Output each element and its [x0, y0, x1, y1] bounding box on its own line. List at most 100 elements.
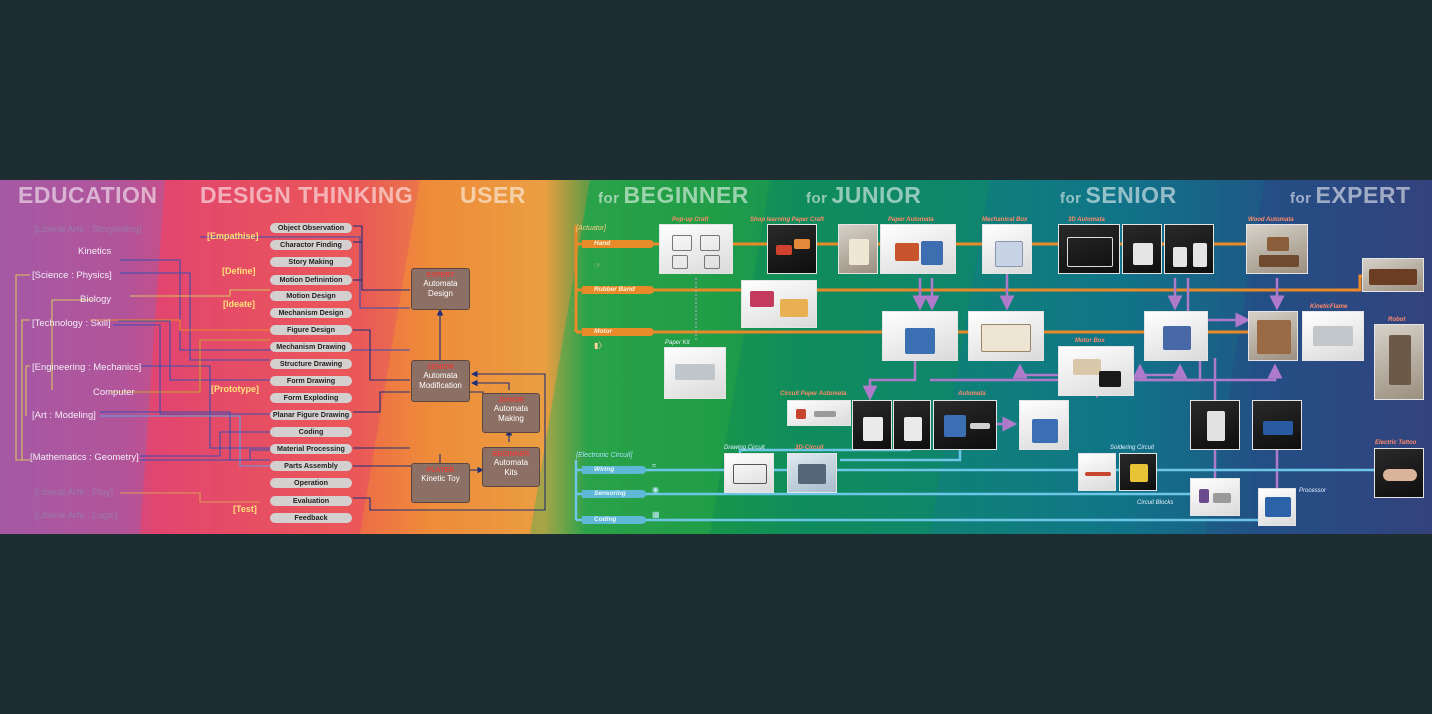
design-group-ideate: [Ideate] [223, 299, 256, 309]
lane-sensoring: Sensoring [582, 490, 646, 498]
column-header-design-thinking: DESIGN THINKING [200, 182, 414, 208]
photo-soldering-circuit [1119, 453, 1157, 491]
photo-paper-automata-small [838, 224, 878, 274]
label-electric-tattoo: Electric Tattoo [1375, 440, 1417, 446]
step-mechanism-design: Mechanism Design [270, 308, 352, 318]
photo-automata-blue [933, 400, 997, 450]
photo-shop-learning-paper-craft [767, 224, 817, 274]
photo-electric-tattoo [1374, 448, 1424, 498]
photo-robot [1374, 324, 1424, 400]
photo-kinetic-flame-base [1248, 311, 1298, 361]
step-planar-figure-drawing: Planar Figure Drawing [270, 410, 352, 420]
label-automata: Automata [958, 391, 986, 397]
label-circuit-blocks: Circuit Blocks [1137, 500, 1174, 506]
photo-wood-truck [1362, 258, 1424, 292]
step-operation: Operation [270, 478, 352, 488]
photo-motor-frame [968, 311, 1044, 361]
photo-3d-circuit [787, 453, 837, 493]
design-group-define: [Define] [222, 266, 256, 276]
design-group-prototype: [Prototype] [211, 384, 259, 394]
step-form-exploding: Form Exploding [270, 393, 352, 403]
user-level-senior: SENIOR [427, 364, 454, 371]
label-wood-automata: Wood Automata [1248, 217, 1294, 223]
step-story-making: Story Making [270, 257, 352, 267]
photo-wood-automata [1246, 224, 1308, 274]
photo-senior-automata [1190, 400, 1240, 450]
code-icon: ▦ [652, 510, 660, 519]
photo-motor-box [1058, 346, 1134, 396]
column-header-education: EDUCATION [18, 182, 158, 208]
design-group-empathise: [Empathise] [207, 231, 259, 241]
step-evaluation: Evaluation [270, 496, 352, 506]
step-object-observation: Object Observation [270, 223, 352, 233]
photo-automata-blue-2 [1019, 400, 1069, 450]
photo-kineticflame [1302, 311, 1364, 361]
photo-processor-automata [1252, 400, 1302, 450]
user-level-player: PLAYER [426, 467, 455, 474]
lane-coding: Coding [582, 516, 646, 524]
label-kineticflame: KineticFlame [1310, 304, 1348, 310]
photo-circuit-parts [787, 400, 851, 426]
photo-circuit-paper-automata [852, 400, 892, 450]
step-form-drawing: Form Drawing [270, 376, 352, 386]
user-level-junior: JUNIOR [497, 397, 525, 404]
photo-circuit-paper-automata-2 [893, 400, 931, 450]
education-item-storytelling: [Liberal Arts : Storytelling] [34, 224, 142, 235]
photo-motor-automata [882, 311, 958, 361]
photo-drawing-circuit [724, 453, 774, 493]
education-item-biology: Biology [80, 294, 112, 305]
lane-rubber-band: Rubber Band [582, 286, 654, 294]
photo-paper-kit [664, 347, 726, 399]
step-motion-design: Motion Design [270, 291, 352, 301]
label-robot: Robot [1388, 317, 1406, 323]
step-coding: Coding [270, 427, 352, 437]
education-item-engineering: [Engineering : Mechanics] [32, 362, 142, 373]
label-paper-kit: Paper Kit [665, 340, 690, 346]
column-header-user: USER [460, 182, 526, 208]
photo-paper-automata [880, 224, 956, 274]
photo-3d-automata-2 [1122, 224, 1162, 274]
user-level-expert: EXPERT [426, 272, 455, 279]
education-item-computer: Computer [93, 387, 135, 398]
education-item-science: [Science : Physics] [32, 270, 112, 281]
label-mechanical-box: Mechanical Box [982, 217, 1028, 223]
step-charactor-finding: Charactor Finding [270, 240, 352, 250]
label-processor: Processor [1299, 488, 1327, 494]
user-box-junior: JUNIOR Automata Making [482, 393, 540, 433]
step-material-processing: Material Processing [270, 444, 352, 454]
photo-pop-up-craft [659, 224, 733, 274]
label-pop-up-craft: Pop-up Craft [672, 217, 709, 223]
photo-rubber-band-kit [741, 280, 817, 328]
photo-circuit-blocks [1190, 478, 1240, 516]
electronic-track-title: [Electronic Circuit] [576, 452, 633, 459]
education-item-mathematics: [Mathematics : Geometry] [30, 452, 139, 463]
user-box-player: PLAYER Kinetic Toy [411, 463, 470, 503]
lane-hand: Hand [582, 240, 654, 248]
label-shop-learning-paper-craft: Shop learning Paper Craft [750, 217, 825, 223]
user-box-beginner: BEGINNER Automata Kits [482, 447, 540, 487]
user-box-senior: SENIOR Automata Modification [411, 360, 470, 402]
lane-wiring: Wiring [582, 466, 646, 474]
step-figure-design: Figure Design [270, 325, 352, 335]
photo-3d-automata-3 [1164, 224, 1214, 274]
actuator-track-title: [Actuator] [576, 225, 606, 232]
education-item-logic: [Liberal Arts : Logic] [34, 510, 118, 521]
education-item-play: [Liberal Arts : Play] [34, 487, 114, 498]
step-motion-definintion: Motion Definintion [270, 275, 352, 285]
step-feedback: Feedback [270, 513, 352, 523]
label-drawing-circuit: Drawing Circuit [724, 445, 765, 451]
user-box-expert: EXPERT Automata Design [411, 268, 470, 310]
education-item-art: [Art : Modeling] [32, 410, 96, 421]
photo-3d-automata [1058, 224, 1120, 274]
sensor-icon: ◉ [652, 485, 659, 494]
step-mechanism-drawing: Mechanism Drawing [270, 342, 352, 352]
label-paper-automata: Paper Automata [888, 217, 934, 223]
battery-icon: ▮〉 [594, 341, 607, 350]
label-soldering-circuit: Soldering Circuit [1110, 445, 1155, 451]
wire-icon: ≈ [652, 461, 657, 470]
